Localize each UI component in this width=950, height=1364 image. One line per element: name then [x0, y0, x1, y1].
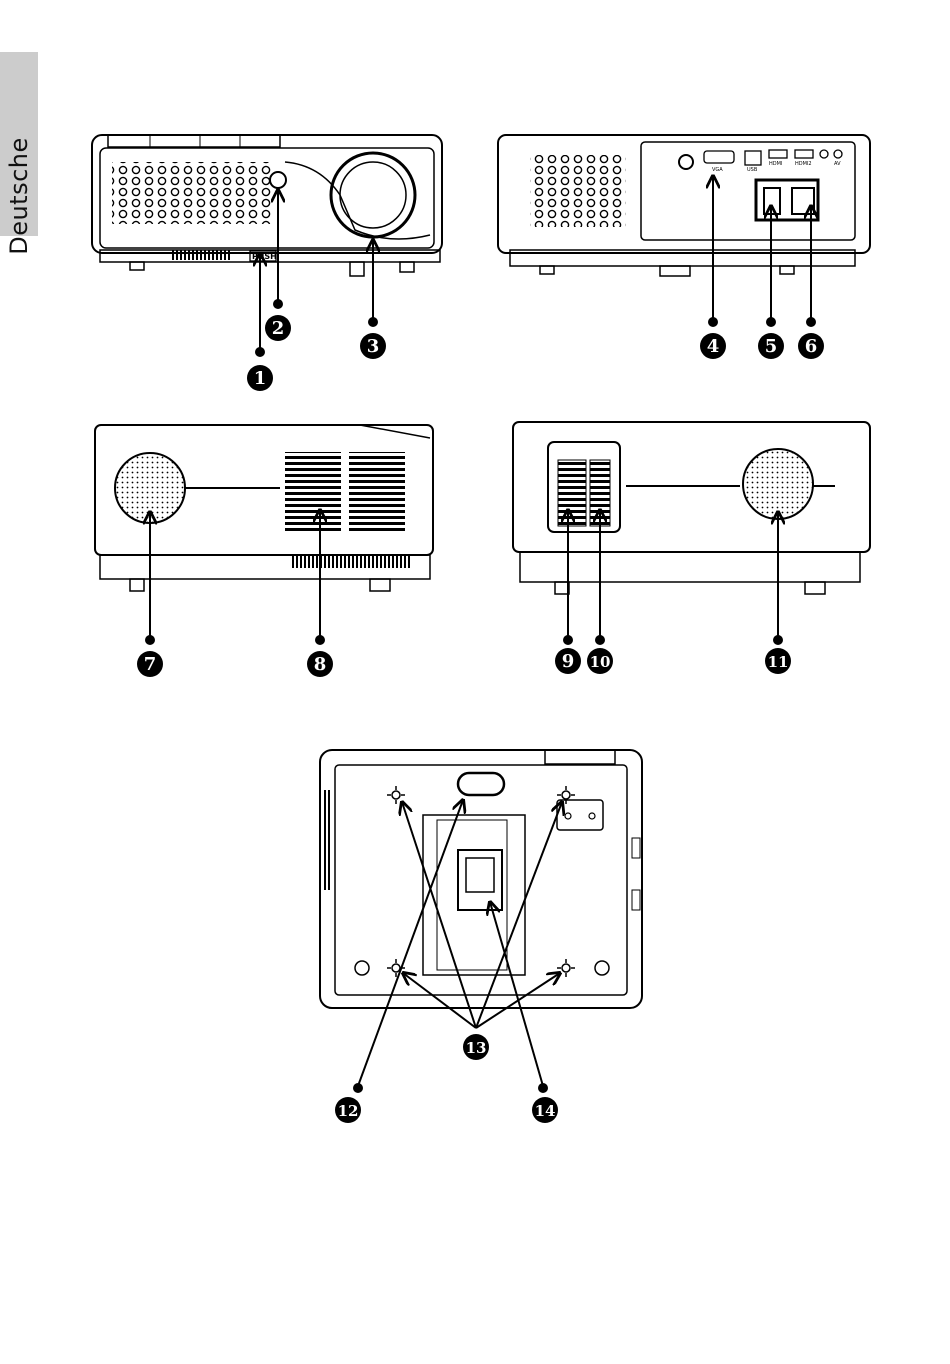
callout-13: 13: [463, 1034, 489, 1060]
svg-text:3: 3: [367, 336, 380, 357]
hdmi2-label: HDMI2: [795, 161, 812, 167]
svg-text:8: 8: [314, 654, 327, 675]
rubber-foot-left: [355, 961, 369, 975]
side-vent-a: [285, 452, 341, 532]
rear-view: VGA USB HDMI HDMI2 AV: [498, 135, 870, 276]
left-side-view: [95, 425, 433, 591]
bottom-view: [320, 750, 642, 1008]
hdmi-label: HDMI: [769, 161, 782, 167]
ir-receiver: [270, 172, 286, 188]
svg-text:6: 6: [805, 336, 818, 357]
av-jack: [834, 150, 842, 158]
lens: [340, 162, 406, 228]
callout-10: 10: [587, 648, 613, 674]
mounting-hole: [557, 786, 575, 804]
mounting-hole: [387, 786, 405, 804]
lens-ring: [331, 153, 415, 237]
callout-8: 8: [307, 651, 333, 677]
svg-text:14: 14: [535, 1102, 556, 1120]
top-control-strip: [108, 135, 280, 147]
vga-port: [704, 151, 734, 163]
leader-lines: [145, 176, 816, 1093]
front-base-vent: [172, 250, 232, 260]
push-label: PUSH: [252, 252, 277, 261]
front-view: PUSH: [92, 135, 442, 276]
svg-text:12: 12: [338, 1102, 359, 1120]
svg-text:9: 9: [562, 651, 575, 672]
adjustable-foot: [458, 773, 504, 795]
io-panel: [641, 142, 855, 240]
lamp-cover: [423, 815, 525, 975]
callout-12: 12: [335, 1097, 361, 1123]
usb-port: [745, 151, 761, 165]
rear-vent: [530, 155, 626, 227]
keystone-wheel: [558, 460, 586, 526]
speaker-right: [743, 449, 813, 519]
callout-14: 14: [532, 1097, 558, 1123]
callout-2: 2: [265, 315, 291, 341]
audio-jack: [820, 150, 828, 158]
svg-text:7: 7: [144, 654, 157, 675]
rear-ir-receiver: [679, 155, 693, 169]
callout-9: 9: [555, 648, 581, 674]
av-label: AV: [834, 161, 841, 167]
vga-label: VGA: [712, 167, 723, 173]
usb-label: USB: [747, 167, 758, 173]
svg-text:2: 2: [272, 318, 285, 339]
callout-1: 1: [247, 365, 273, 391]
hdmi2-port: [795, 150, 813, 158]
svg-text:10: 10: [590, 653, 611, 671]
svg-text:4: 4: [707, 336, 720, 357]
callout-6: 6: [798, 333, 824, 359]
front-vent: [112, 162, 272, 224]
callout-7: 7: [137, 651, 163, 677]
callout-3: 3: [360, 333, 386, 359]
callout-5: 5: [758, 333, 784, 359]
right-base: [520, 552, 860, 582]
front-foot-right: [400, 262, 414, 272]
front-foot-lens: [350, 262, 364, 276]
label-area: [458, 850, 502, 910]
svg-text:13: 13: [466, 1039, 487, 1057]
callout-11: 11: [765, 648, 791, 674]
rubber-foot-right: [595, 961, 609, 975]
side-vent-b: [349, 452, 405, 532]
svg-text:5: 5: [765, 336, 778, 357]
svg-text:11: 11: [768, 653, 789, 671]
callout-4: 4: [700, 333, 726, 359]
hdmi-port: [769, 150, 787, 158]
svg-text:1: 1: [254, 368, 267, 389]
front-foot-left: [130, 262, 144, 270]
right-side-view: [513, 422, 870, 594]
